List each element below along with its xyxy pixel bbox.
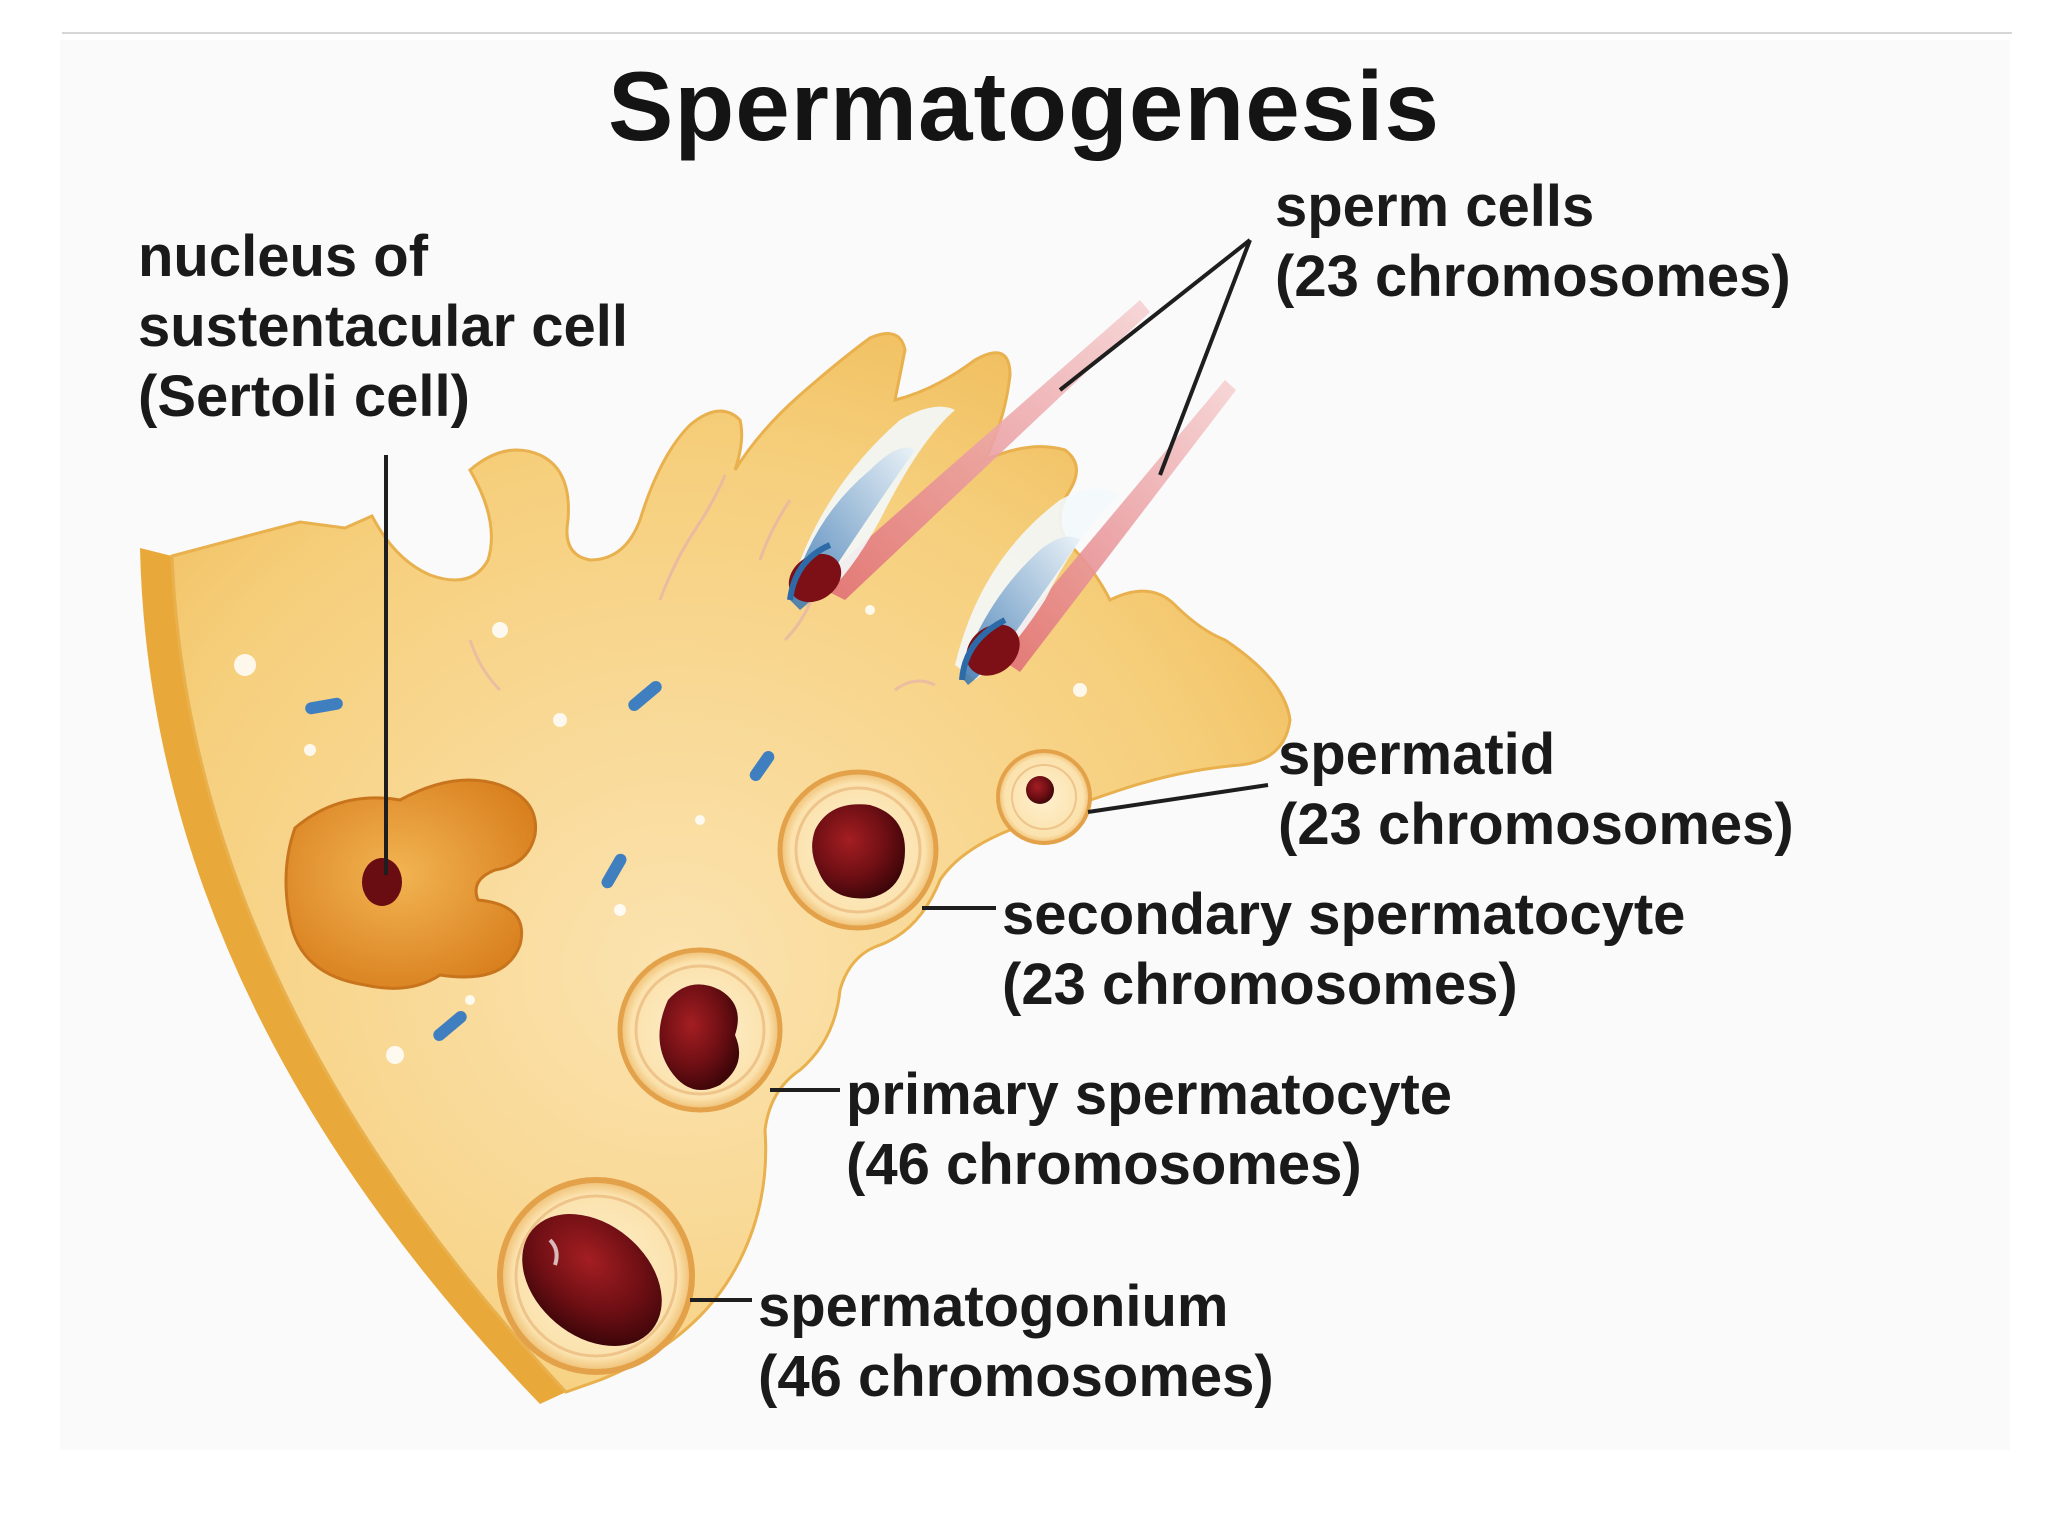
leader-sperm-1 (1058, 238, 1252, 392)
label-spermatid: spermatid (23 chromosomes) (1278, 720, 1794, 860)
label-spermatid-line2: (23 chromosomes) (1278, 792, 1794, 857)
secondary-spermatocyte-cell (777, 769, 939, 931)
label-sertoli: nucleus of sustentacular cell (Sertoli c… (138, 222, 628, 432)
sperm-cell-2 (955, 380, 1236, 685)
label-spermatogonium-line1: spermatogonium (758, 1274, 1229, 1339)
label-secondary-spermatocyte: secondary spermatocyte (23 chromosomes) (1002, 880, 1685, 1020)
sertoli-nucleolus (362, 858, 402, 906)
sperm-cell-1 (787, 300, 1150, 610)
leader-spermatid (1087, 783, 1269, 814)
leader-sperm-2 (1158, 239, 1252, 476)
label-spermatogonium: spermatogonium (46 chromosomes) (758, 1272, 1274, 1412)
primary-spermatocyte-cell (617, 947, 783, 1113)
label-secondary-line2: (23 chromosomes) (1002, 952, 1518, 1017)
mitochondria (305, 681, 775, 1041)
label-sperm-cells-line1: sperm cells (1275, 174, 1595, 239)
label-secondary-line1: secondary spermatocyte (1002, 882, 1686, 947)
diagram-title: Spermatogenesis (608, 51, 1440, 161)
label-primary-line2: (46 chromosomes) (846, 1132, 1362, 1197)
label-sperm-cells: sperm cells (23 chromosomes) (1275, 172, 1791, 312)
spermatogonium-cell (497, 1177, 695, 1375)
label-sertoli-line2: sustentacular cell (138, 294, 628, 359)
label-spermatid-line1: spermatid (1278, 722, 1556, 787)
label-sertoli-line1: nucleus of (138, 224, 429, 289)
top-divider (62, 32, 2012, 34)
label-sertoli-line3: (Sertoli cell) (138, 364, 470, 429)
sertoli-nucleus-body (284, 778, 538, 990)
label-spermatogonium-line2: (46 chromosomes) (758, 1344, 1274, 1409)
label-primary-line1: primary spermatocyte (846, 1062, 1453, 1127)
spermatid-cell (996, 749, 1092, 845)
label-sperm-cells-line2: (23 chromosomes) (1275, 244, 1791, 309)
label-primary-spermatocyte: primary spermatocyte (46 chromosomes) (846, 1060, 1452, 1200)
